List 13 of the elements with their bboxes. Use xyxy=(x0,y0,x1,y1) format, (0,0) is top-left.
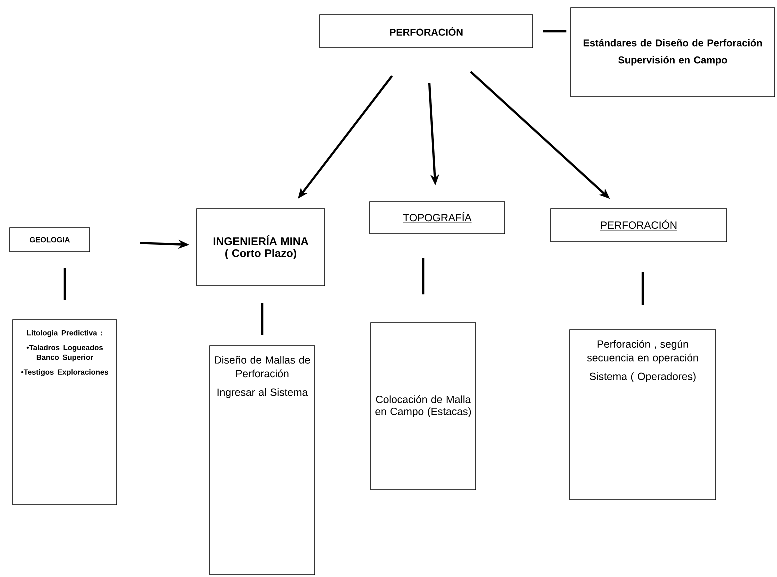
process-box: TOPOGRAFÍA xyxy=(370,202,506,234)
connector-line xyxy=(642,272,644,305)
connector-line xyxy=(543,30,567,33)
detail-box: Colocación de Malla en Campo (Estacas) xyxy=(370,322,476,490)
connector-line xyxy=(422,258,425,295)
connector-line xyxy=(64,268,66,300)
detail-box: Perforación , según secuencia en operación Sistema ( Operadores) xyxy=(570,330,716,500)
process-box: PERFORACIÓN xyxy=(320,14,534,48)
detail-box: Diseño de Mallas de Perforación Ingresar al Sistema xyxy=(210,346,316,576)
connector-line xyxy=(261,303,264,335)
process-box: INGENIERÍA MINA ( Corto Plazo) xyxy=(196,208,326,286)
note-box: Estándares de Diseño de Perforación Supervisión en Campo xyxy=(570,8,776,98)
process-box: PERFORACIÓN xyxy=(550,208,728,242)
